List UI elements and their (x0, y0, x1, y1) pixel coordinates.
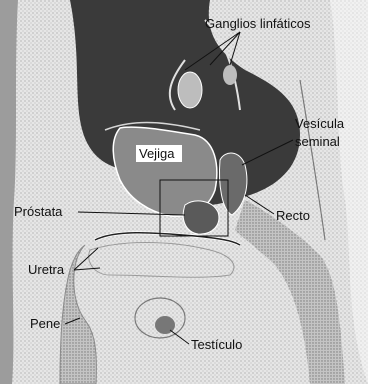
label-prostata: Próstata (14, 204, 63, 219)
lymph-node (178, 72, 202, 108)
label-vesicula-1: Vesícula (295, 116, 345, 131)
lymph-node (223, 65, 237, 85)
label-pene: Pene (30, 316, 60, 331)
label-ganglios: Ganglios linfáticos (205, 16, 311, 31)
label-vejiga: Vejiga (139, 146, 175, 161)
prostate (183, 201, 219, 234)
label-testiculo: Testículo (191, 337, 242, 352)
label-vesicula-2: seminal (295, 134, 340, 149)
label-recto: Recto (276, 208, 310, 223)
label-uretra: Uretra (28, 262, 65, 277)
